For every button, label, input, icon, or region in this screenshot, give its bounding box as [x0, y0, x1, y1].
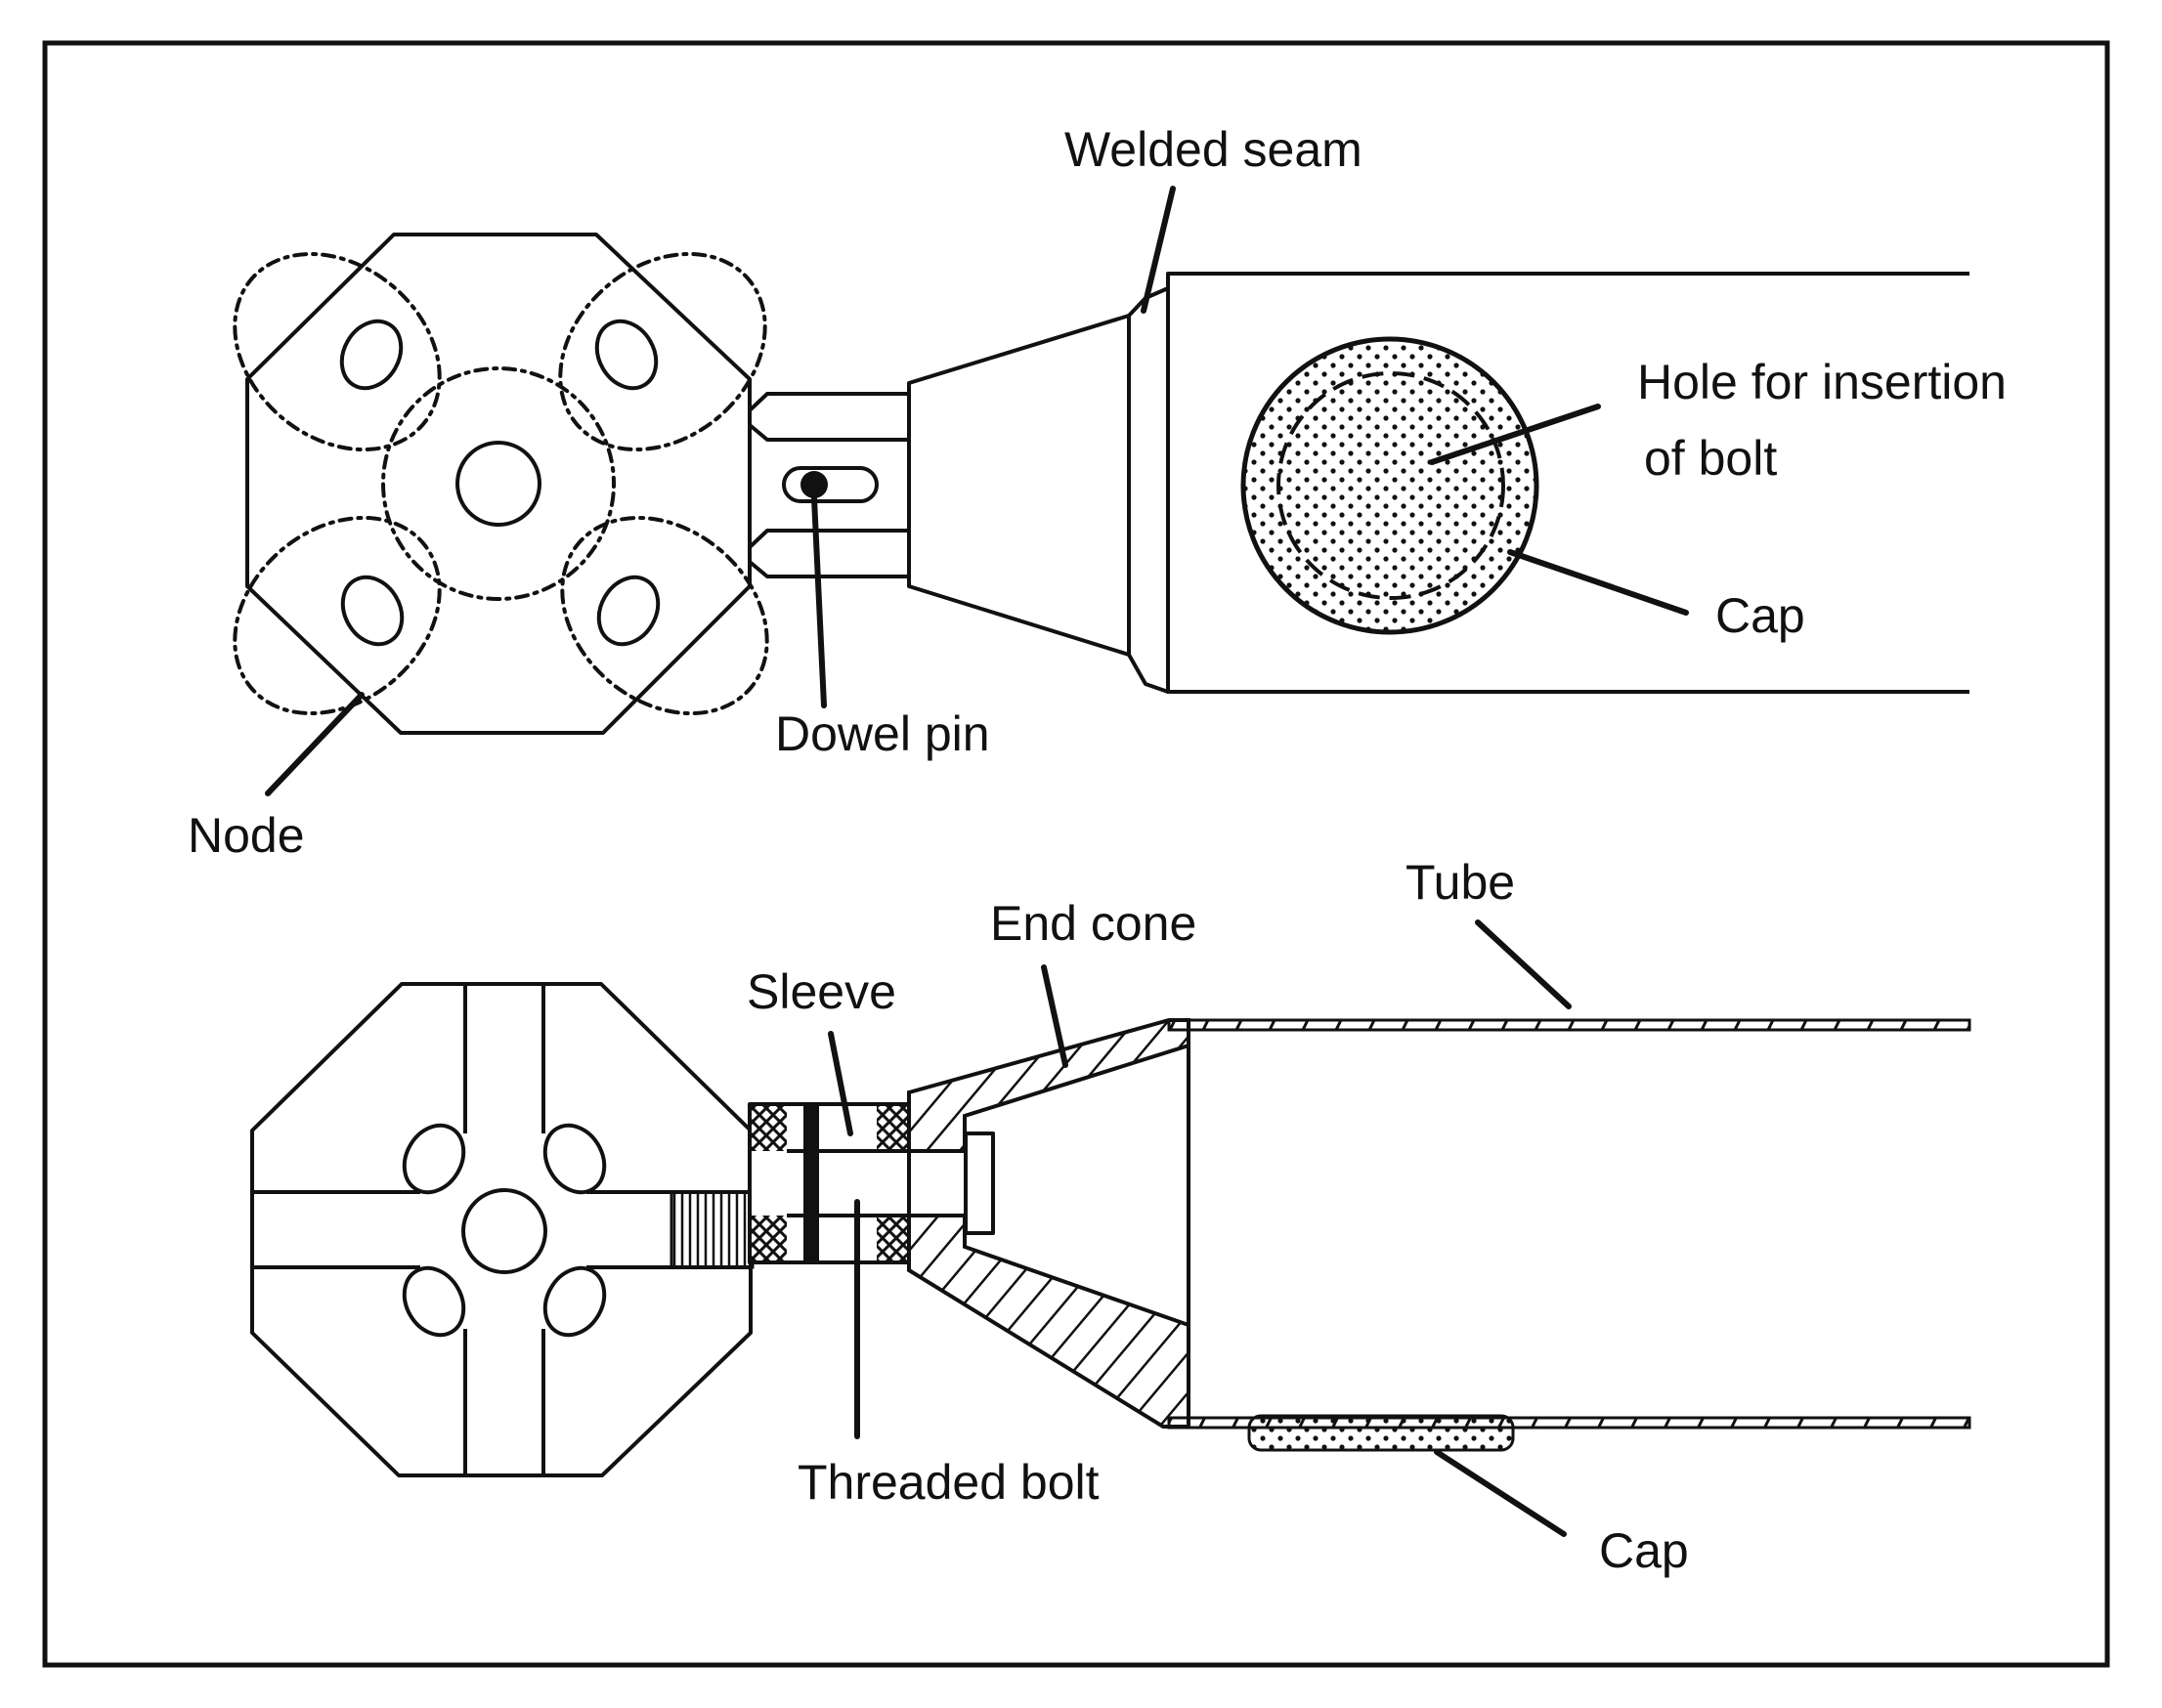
- section-view: Tube End cone Sleeve Threaded bolt Cap: [250, 855, 1971, 1578]
- label-node: Node: [188, 808, 305, 863]
- label-welded-seam: Welded seam: [1064, 122, 1362, 177]
- leader-welded-seam: [1141, 186, 1176, 314]
- hole-icon: [461, 1188, 547, 1274]
- label-threaded-bolt: Threaded bolt: [798, 1455, 1100, 1510]
- tube-top: [1166, 272, 1969, 694]
- figure-frame: [42, 40, 2110, 1668]
- label-hole-line1: Hole for insertion: [1637, 355, 2007, 409]
- welded-band-top: [1127, 286, 1170, 694]
- label-hole-line2: of bolt: [1644, 431, 1777, 486]
- hole-icon: [402, 1265, 466, 1338]
- sleeve-top: [748, 392, 909, 578]
- leader-cap-top: [1507, 549, 1689, 616]
- leader-node: [265, 692, 365, 796]
- hole-icon: [596, 575, 661, 647]
- leader-end-cone: [1041, 964, 1068, 1068]
- cap-section: [1247, 1414, 1515, 1452]
- hole-icon: [542, 1265, 607, 1338]
- hole-icon: [594, 319, 659, 391]
- label-tube: Tube: [1405, 855, 1515, 910]
- sleeve-section: [748, 1102, 968, 1264]
- label-dowel-pin: Dowel pin: [775, 706, 990, 761]
- hole-icon: [402, 1123, 466, 1195]
- hole-icon: [340, 575, 405, 647]
- thread-icon: [670, 1190, 755, 1269]
- leader-tube: [1475, 919, 1572, 1009]
- top-view: Welded seam Hole for insertion of bolt C…: [188, 122, 2007, 863]
- hole-icon: [542, 1123, 607, 1195]
- leader-hole: [1429, 404, 1601, 465]
- leader-cap-section: [1434, 1449, 1567, 1537]
- label-cap-top: Cap: [1715, 588, 1805, 643]
- bolt-head-icon: [964, 1132, 995, 1235]
- hole-icon: [455, 441, 541, 527]
- node-top: [233, 233, 769, 735]
- dowel-pin-icon: [800, 471, 828, 498]
- cap-top: [1240, 336, 1539, 635]
- tube-section: [1167, 1018, 1971, 1452]
- hole-icon: [339, 319, 404, 391]
- label-end-cone: End cone: [990, 896, 1196, 951]
- end-cone-section: [907, 1018, 1190, 1429]
- label-cap-section: Cap: [1599, 1523, 1689, 1578]
- node-section: [250, 982, 755, 1477]
- label-sleeve: Sleeve: [747, 964, 896, 1019]
- end-cone-top: [907, 314, 1131, 657]
- leader-sleeve: [828, 1031, 853, 1136]
- leader-dowel-pin: [811, 495, 827, 708]
